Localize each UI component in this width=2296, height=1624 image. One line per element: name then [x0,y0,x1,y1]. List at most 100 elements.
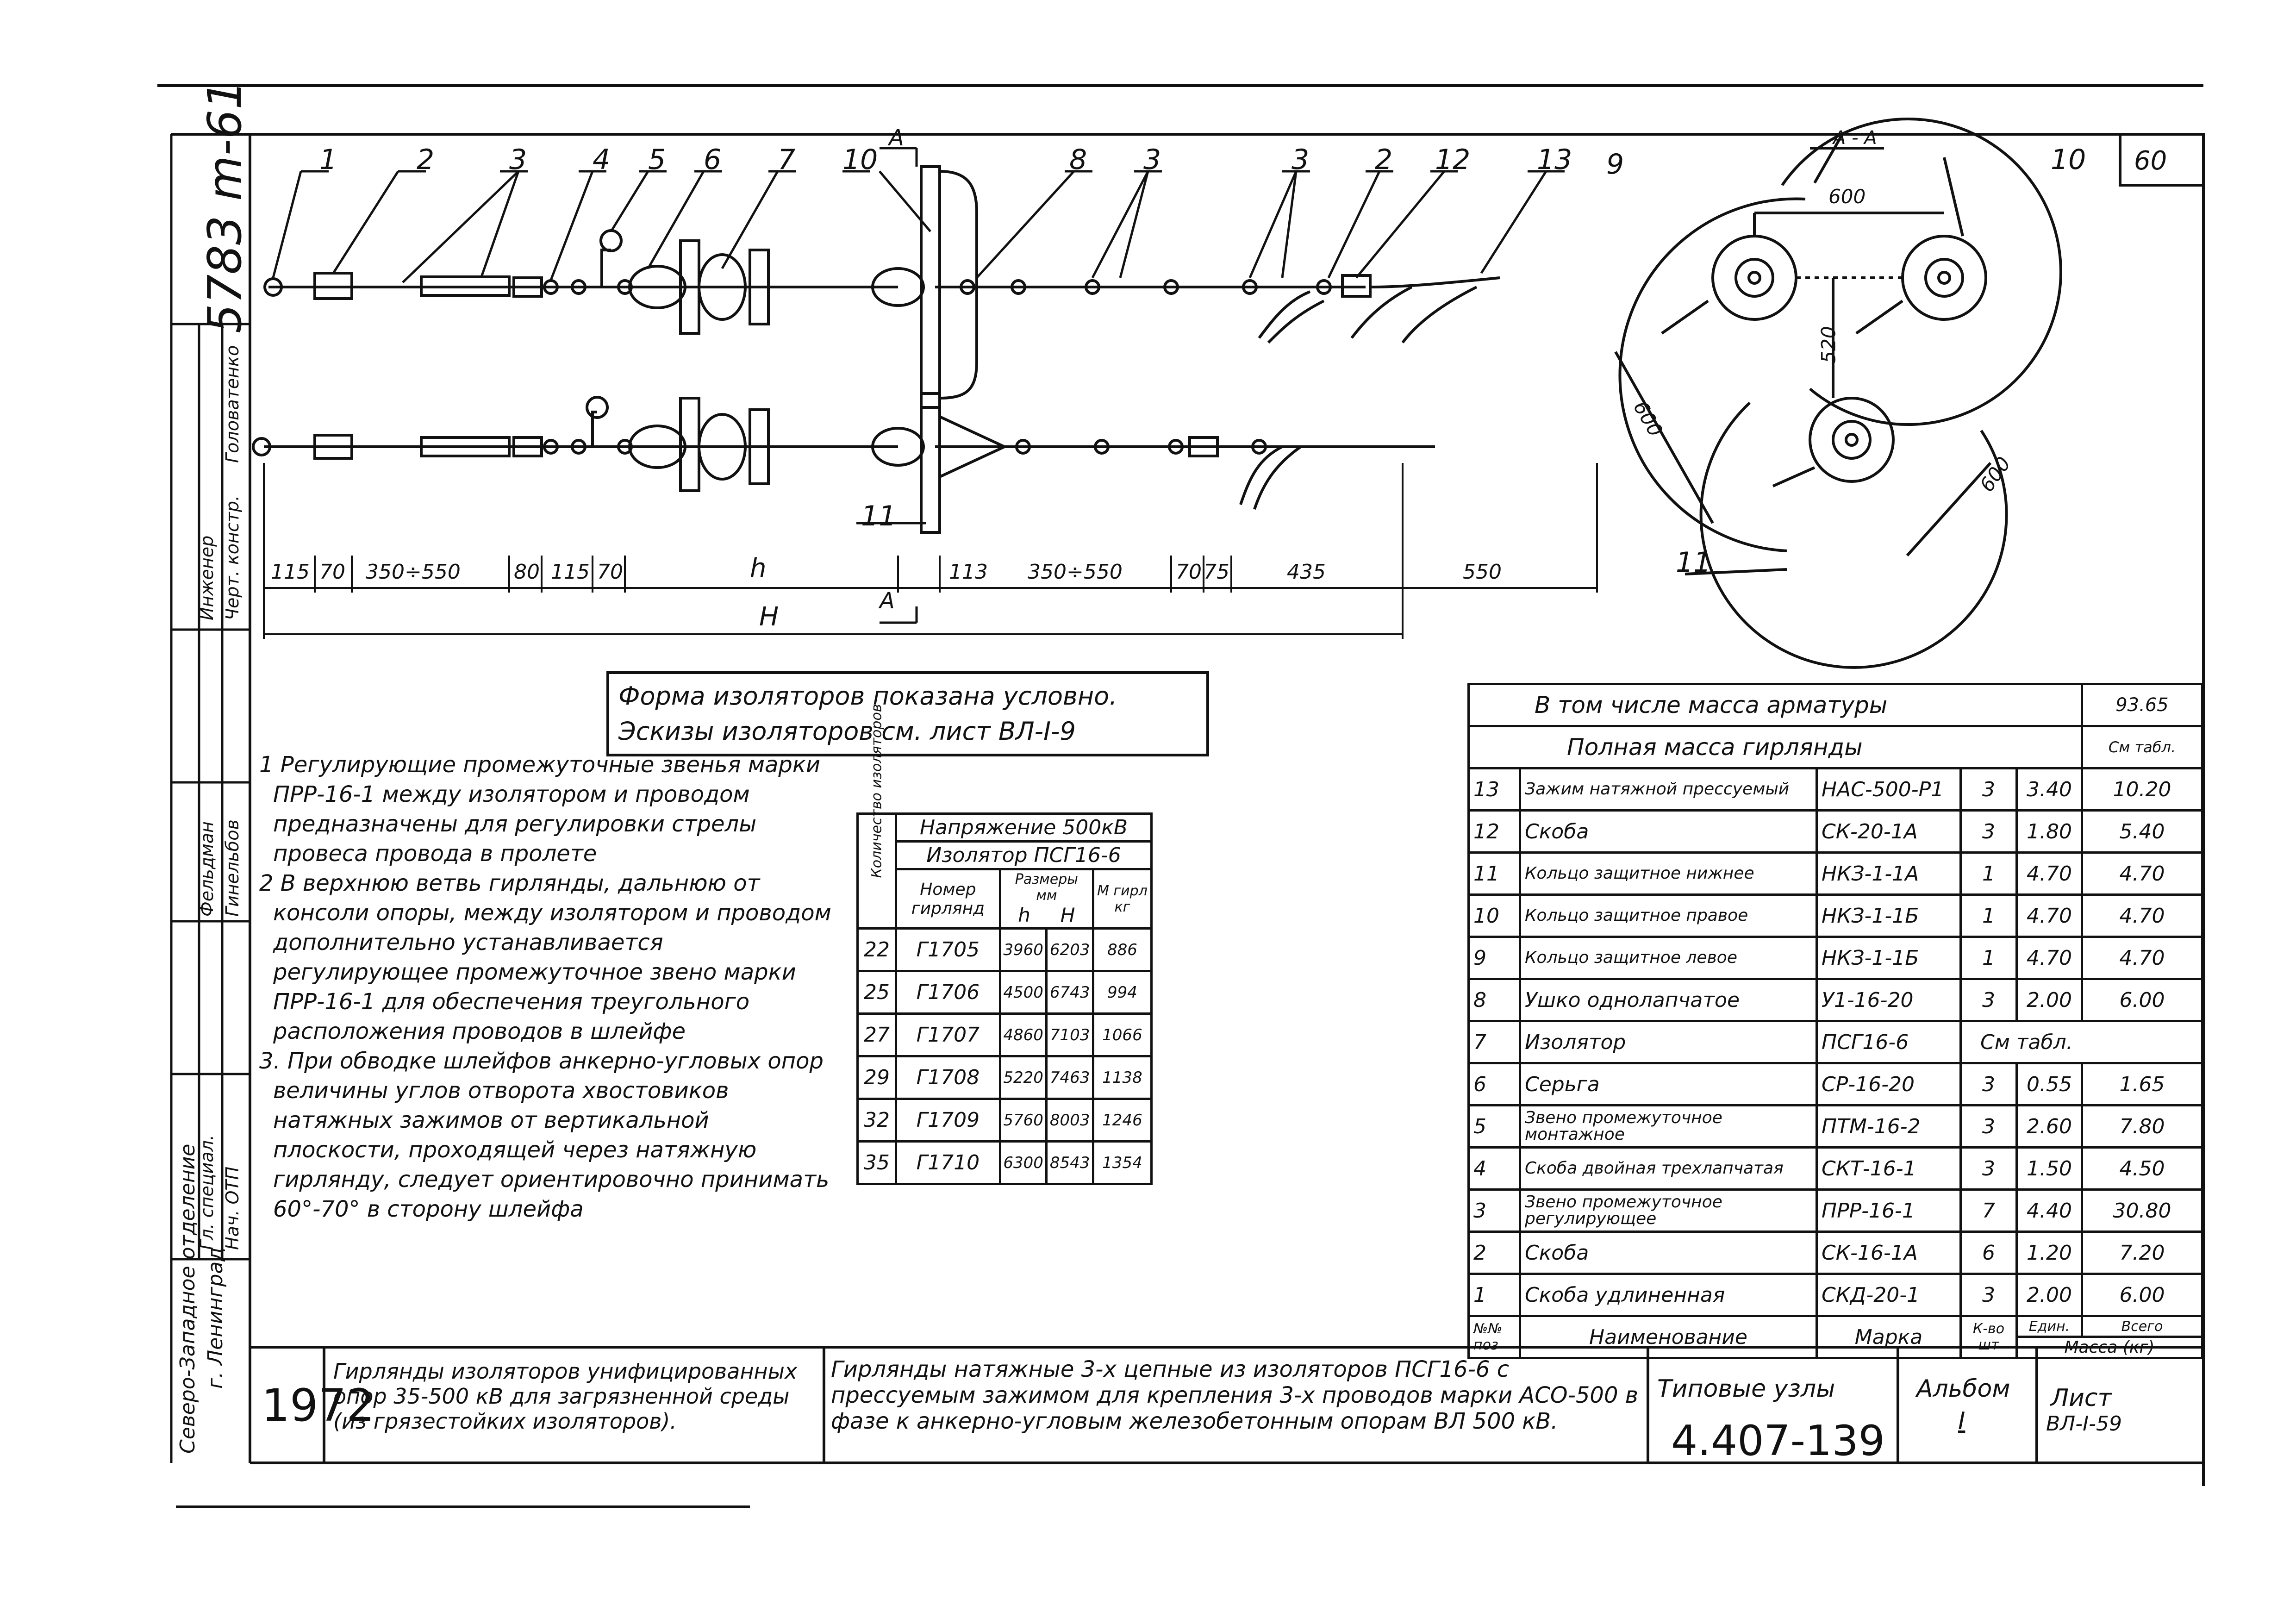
bom-mass-armatura-label: В том числе масса арматуры [1467,683,2083,727]
bom-qty: 3 [1959,1104,2018,1149]
bom-qty: 3 [1959,978,2018,1022]
callout-6: 6 [704,144,722,176]
section-marker-top: А [889,125,904,151]
bom-mark: СК-16-1А [1816,1230,1962,1275]
bom-unit: 2.60 [2015,1104,2083,1149]
bom-mass-total-value: См табл. [2081,725,2203,769]
dim-h: h [750,553,767,583]
gt-row-h: 4500 [998,970,1048,1015]
bom-mark: У1-16-20 [1816,978,1962,1022]
gt-row-number: Г1709 [895,1098,1001,1143]
bom-unit: 4.40 [2015,1188,2083,1233]
bom-unit: 2.00 [2015,1273,2083,1317]
bom-h-name: Наименование [1519,1315,1818,1359]
gt-row-H: 8543 [1045,1140,1094,1185]
note-box-line-1: Форма изоляторов показана условно. [618,681,1117,711]
archive-stamp: 5783 m-61 [198,80,252,333]
tb-typical-label: Типовые узлы [1657,1375,1835,1403]
bom-name: Скоба [1519,1230,1818,1275]
gt-col-count: Количество изоляторов [856,704,897,930]
callout-4: 4 [593,144,611,176]
gt-insulator: Изолятор ПСГ16-6 [895,840,1153,870]
bom-name: Кольцо защитное левое [1519,936,1818,980]
dim-80: 80 [514,560,540,584]
bom-pos: 11 [1467,851,1521,896]
note-2: 2 В верхнюю ветвь гирлянды, дальнюю от к… [259,870,831,1044]
bom-pos: 4 [1467,1146,1521,1191]
tb-year: 1972 [262,1380,375,1431]
dimension-lines [263,463,1598,639]
left-stamp-city: г. Ленинград [204,1247,227,1389]
section-dim-520: 520 [1817,326,1840,363]
bom-h-unit: Един. [2015,1315,2083,1338]
bom-mark: НКЗ-1-1Б [1816,893,1962,938]
gt-row-h: 4860 [998,1012,1048,1057]
bom-qty: 1 [1959,936,2018,980]
gt-row-H: 7103 [1045,1012,1094,1057]
bom-total: 30.80 [2081,1188,2203,1233]
bom-total: 6.00 [2081,978,2203,1022]
bom-name: Зажим натяжной прессуемый [1519,767,1818,812]
gt-row-m: 1138 [1092,1055,1153,1100]
bom-name: Звено промежуточное регулирующее [1519,1188,1818,1233]
dim-115b: 115 [551,560,590,584]
bom-qty: 1 [1959,851,2018,896]
dim-70b: 70 [597,560,623,584]
upper-garland [263,165,1500,409]
bom-qty: 6 [1959,1230,2018,1275]
bom-pos: 5 [1467,1104,1521,1149]
bom-total: 6.00 [2081,1273,2203,1317]
gt-row-H: 7463 [1045,1055,1094,1100]
gt-row-H: 8003 [1045,1098,1094,1143]
stamp-role-head: Нач. ОТП [222,1167,243,1250]
bom-qty: См табл. [1959,1020,2203,1064]
stamp-golovatenko: Головатенко [222,345,243,463]
bom-h-total: Всего [2081,1315,2203,1338]
dim-115: 115 [271,560,310,584]
section-marker-bottom: А [880,588,895,614]
callout-12: 12 [1435,144,1471,176]
bom-unit: 2.00 [2015,978,2083,1022]
bom-qty: 1 [1959,893,2018,938]
bom-unit: 3.40 [2015,767,2083,812]
gt-row-count: 25 [856,970,897,1015]
section-callout-9: 9 [1606,148,1624,181]
lower-garland [252,392,1435,534]
bom-name: Ушко однолапчатое [1519,978,1818,1022]
gt-row-number: Г1708 [895,1055,1001,1100]
gt-row-h: 3960 [998,927,1048,972]
bom-name: Скоба [1519,809,1818,854]
bom-mark: ПРР-16-1 [1816,1188,1962,1233]
tb-sheet-label: Лист [2051,1384,2112,1412]
bom-qty: 3 [1959,1146,2018,1191]
callout-7: 7 [778,144,796,176]
gt-col-H: H [1060,904,1075,926]
gt-col-mass: М гирл кг [1092,868,1153,930]
gt-row-number: Г1706 [895,970,1001,1015]
bom-qty: 3 [1959,1273,2018,1317]
bom-pos: 7 [1467,1020,1521,1064]
stamp-role-engineer: Инженер [197,536,217,620]
note-1: 1 Регулирующие промежуточные звенья марк… [259,752,821,867]
left-stamp-grid [170,134,250,1463]
bom-table: В том числе масса арматуры 93.65 Полная … [1467,683,2203,1359]
bom-name: Скоба удлиненная [1519,1273,1818,1317]
dim-550: 550 [1463,560,1502,584]
bom-unit: 1.80 [2015,809,2083,854]
callout-3b: 3 [1143,144,1161,176]
bom-qty: 3 [1959,1062,2018,1106]
bom-name: Серьга [1519,1062,1818,1106]
gt-row-m: 1066 [1092,1012,1153,1057]
tb-sheet-value: ВЛ-I-59 [2046,1412,2122,1436]
bom-name: Кольцо защитное правое [1519,893,1818,938]
bom-mass-total-label: Полная масса гирлянды [1467,725,2083,769]
bom-header-row: №№ поз Наименование Марка К-во шт Един. … [1467,1315,2203,1359]
bom-mark: НКЗ-1-1А [1816,851,1962,896]
